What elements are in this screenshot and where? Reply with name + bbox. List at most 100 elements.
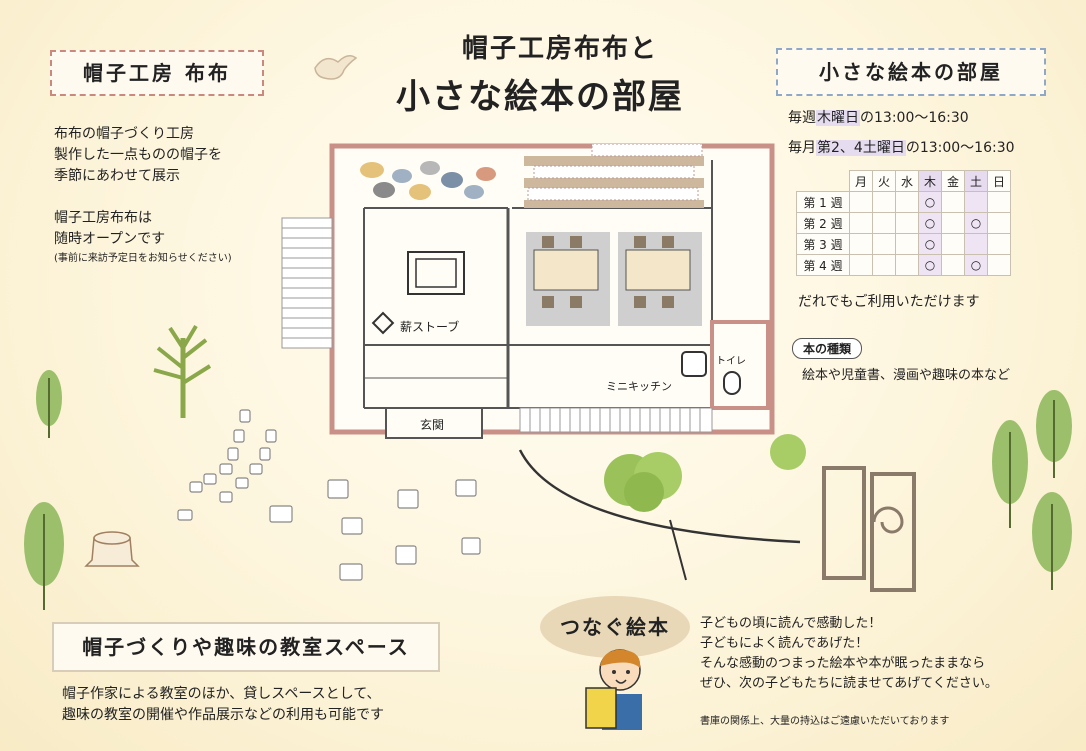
cell: ○ — [964, 254, 988, 276]
week-label: 第 3 週 — [796, 233, 850, 255]
day-sun: 日 — [987, 170, 1011, 192]
cell: ○ — [918, 233, 942, 255]
left-line: 製作した一点ものの帽子を — [54, 147, 222, 163]
cell — [987, 254, 1011, 276]
cell — [964, 191, 988, 213]
schedule-row: 第 4 週 ○ ○ — [796, 254, 1011, 276]
child-reading-icon — [585, 649, 642, 730]
bubble-label: つなぐ絵本 — [540, 596, 690, 658]
cell: ○ — [918, 254, 942, 276]
cell: ○ — [918, 191, 942, 213]
hat-display — [360, 161, 496, 200]
connect-line: 子どもによく読んであげた！ — [700, 636, 869, 651]
left-line: 随時オープンです — [54, 231, 166, 247]
day-fri: 金 — [941, 170, 965, 192]
schedule-row: 第 1 週 ○ — [796, 191, 1011, 213]
floor-plan — [281, 143, 775, 439]
title-line1: 帽子工房布布と — [461, 34, 658, 64]
everyone-text: だれでもご利用いただけます — [798, 294, 980, 310]
stepping-stones — [177, 409, 481, 581]
cell — [895, 233, 919, 255]
tree-icon — [36, 370, 62, 438]
day-thu: 木 — [918, 170, 942, 192]
cell — [987, 191, 1011, 213]
bird-icon — [314, 55, 358, 80]
steps — [281, 217, 333, 349]
stump-icon — [84, 531, 140, 567]
gate-icon — [822, 466, 916, 592]
cell — [849, 233, 873, 255]
left-line: 布布の帽子づくり工房 — [54, 126, 194, 142]
books-chip: 本の種類 — [792, 338, 863, 359]
entrance-label: 玄関 — [420, 418, 445, 432]
cell — [849, 254, 873, 276]
left-box-frame: 帽子工房 布布 — [50, 50, 264, 96]
left-box-text: 布布の帽子づくり工房 製作した一点ものの帽子を 季節にあわせて展示 帽子工房布布… — [54, 124, 284, 268]
schedule-row: 第 2 週 ○ ○ — [796, 212, 1011, 234]
cell: ○ — [964, 212, 988, 234]
week-label: 第 2 週 — [796, 212, 850, 234]
connect-note: 書庫の関係上、大量の持込はご遠慮いただいております — [700, 716, 950, 727]
bush-icon — [604, 452, 682, 512]
connect-line: ぜひ、次の子どもたちに読ませてあげてください。 — [700, 676, 998, 691]
monthly-hours: 毎月第2、4土曜日の13:00〜16:30 — [788, 140, 1015, 156]
day-wed: 水 — [895, 170, 919, 192]
kitchen-label: ミニキッチン — [606, 380, 672, 393]
cell — [872, 212, 896, 234]
schedule-table: 月 火 水 木 金 土 日 第 1 週 ○ 第 2 週 ○ ○ 第 3 週 ○ — [796, 170, 1011, 276]
stove-icon — [371, 311, 395, 335]
cell — [987, 233, 1011, 255]
title-line2: 小さな絵本の部屋 — [396, 77, 684, 117]
reading-tables — [526, 232, 702, 326]
cell — [895, 212, 919, 234]
schedule-row: 第 3 週 ○ — [796, 233, 1011, 255]
classroom-label: 帽子づくりや趣味の教室スペース — [82, 635, 410, 659]
left-note: (事前に来訪予定日をお知らせください) — [54, 253, 232, 264]
right-box-frame: 小さな絵本の部屋 — [776, 48, 1046, 96]
cell — [941, 212, 965, 234]
books-text: 絵本や児童書、漫画や趣味の本など — [802, 368, 1011, 383]
cell — [872, 254, 896, 276]
cell — [987, 212, 1011, 234]
right-box-label: 小さな絵本の部屋 — [819, 60, 1003, 84]
day-tue: 火 — [872, 170, 896, 192]
cell — [895, 191, 919, 213]
tree-icon — [1032, 492, 1072, 590]
cell — [941, 254, 965, 276]
connect-line: 子どもの頃に読んで感動した！ — [700, 616, 882, 631]
toilet-label: トイレ — [716, 356, 746, 367]
tree-icon — [992, 420, 1028, 528]
left-box-label: 帽子工房 布布 — [83, 61, 231, 85]
tree-icon — [24, 502, 64, 610]
connect-text: 子どもの頃に読んで感動した！ 子どもによく読んであげた！ そんな感動のつまった絵… — [700, 614, 1080, 694]
classroom-line: 趣味の教室の開催や作品展示などの利用も可能です — [62, 707, 384, 723]
bookshelves — [524, 143, 704, 208]
cell: ○ — [918, 212, 942, 234]
week-label: 第 1 週 — [796, 191, 850, 213]
cell — [941, 191, 965, 213]
day-mon: 月 — [849, 170, 873, 192]
tree-icon — [153, 324, 212, 418]
day-sat: 土 — [964, 170, 988, 192]
cell — [849, 191, 873, 213]
classroom-text: 帽子作家による教室のほか、貸しスペースとして、 趣味の教室の開催や作品展示などの… — [62, 684, 384, 726]
cell — [895, 254, 919, 276]
cell — [941, 233, 965, 255]
bush-icon — [770, 434, 806, 470]
classroom-box-frame: 帽子づくりや趣味の教室スペース — [52, 622, 440, 672]
stove-label: 薪ストーブ — [400, 320, 460, 334]
weekly-hours: 毎週木曜日の13:00〜16:30 — [788, 110, 969, 126]
cell — [849, 212, 873, 234]
schedule-header-row: 月 火 水 木 金 土 日 — [797, 170, 1011, 192]
cell — [872, 191, 896, 213]
left-line: 帽子工房布布は — [54, 210, 152, 226]
path-lines — [518, 449, 801, 581]
cell — [964, 233, 988, 255]
cell — [872, 233, 896, 255]
page-title: 帽子工房布布と 小さな絵本の部屋 — [370, 28, 710, 118]
connect-line: そんな感動のつまった絵本や本が眠ったままなら — [700, 656, 986, 671]
tree-icon — [1036, 390, 1072, 478]
classroom-line: 帽子作家による教室のほか、貸しスペースとして、 — [62, 686, 381, 702]
week-label: 第 4 週 — [796, 254, 850, 276]
left-line: 季節にあわせて展示 — [54, 168, 180, 184]
